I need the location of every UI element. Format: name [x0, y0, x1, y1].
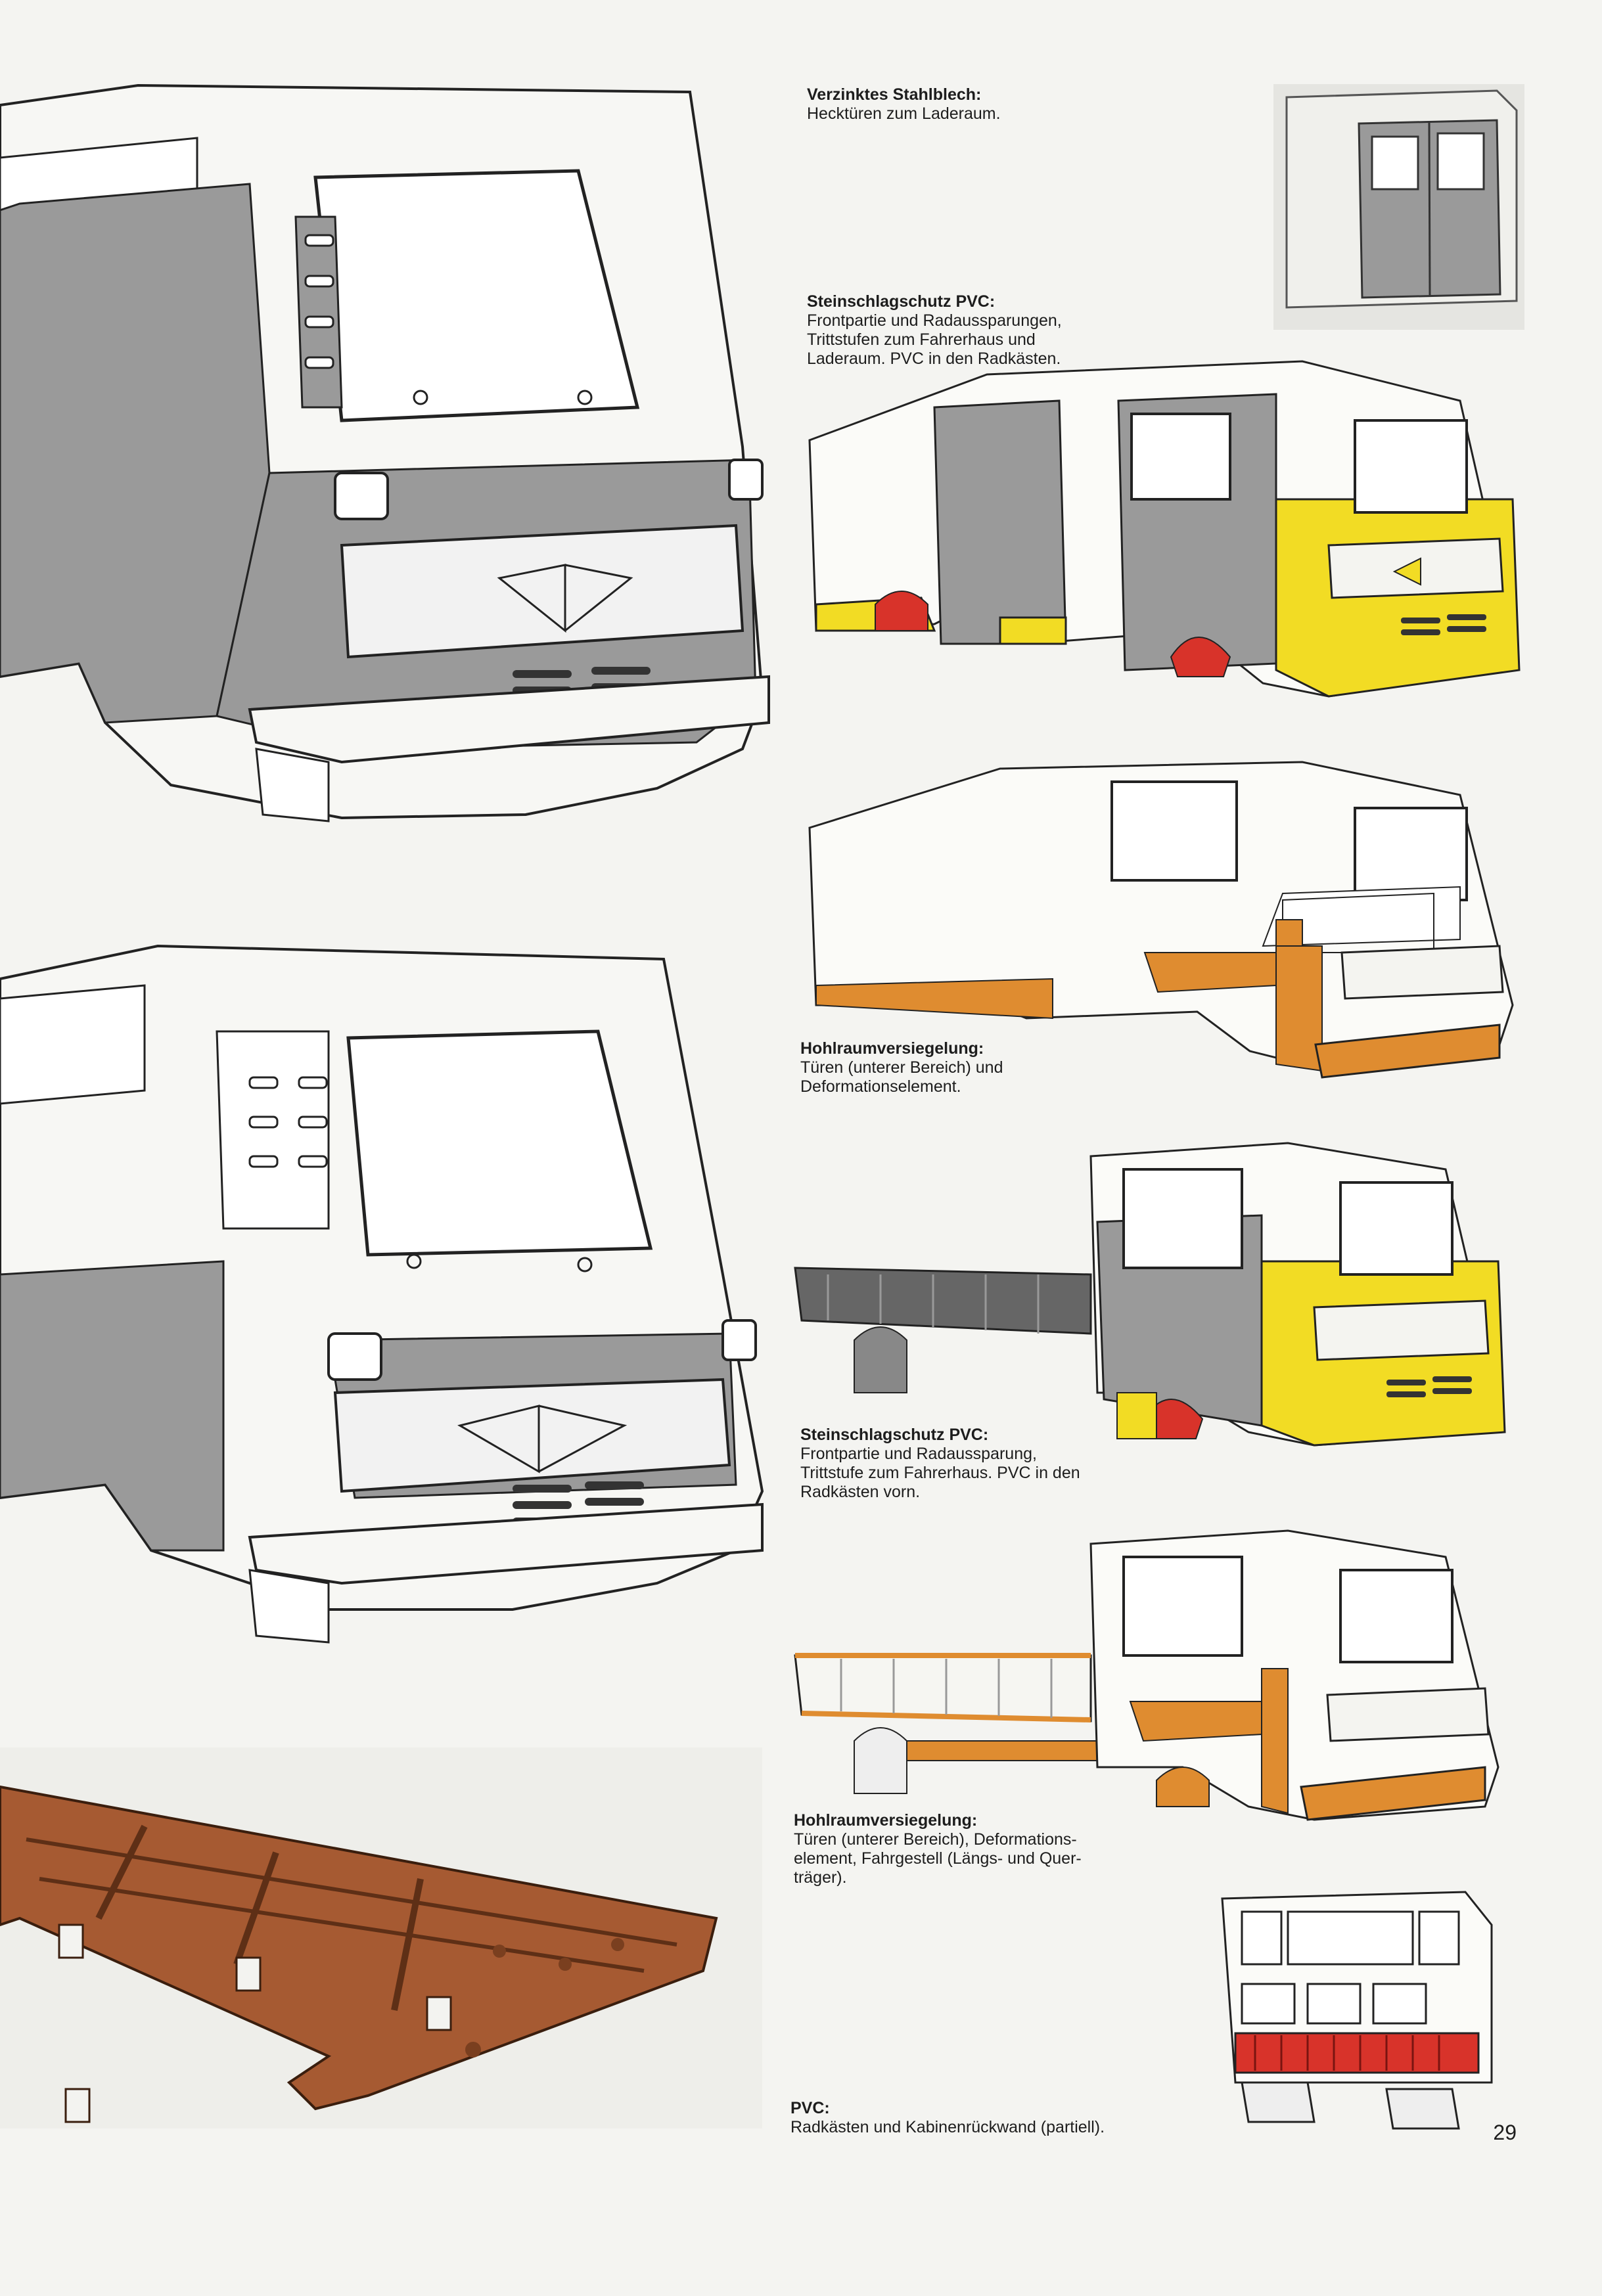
- van-front-galvanized-illustration: [0, 66, 775, 861]
- chassis-frame-illustration: [0, 1747, 762, 2128]
- van-cavity-sealing-diagram: [803, 755, 1523, 1084]
- caption-title: Hohlraumversiegelung:: [800, 1039, 984, 1058]
- pickup-cab-front-illustration: [0, 920, 775, 1669]
- caption-van-stonechip: Steinschlagschutz PVC: Frontpartie und R…: [807, 292, 1062, 369]
- caption-title: Hohlraumversiegelung:: [794, 1811, 978, 1830]
- caption-rear-doors: Verzinktes Stahlblech: Hecktüren zum Lad…: [807, 85, 1001, 124]
- pickup-stonechip-pvc-diagram: [789, 1117, 1523, 1458]
- caption-body: Hecktüren zum Laderaum.: [807, 104, 1001, 123]
- caption-body: Türen (unterer Bereich) und Deformations…: [800, 1058, 1003, 1096]
- rear-doors-galvanized-diagram: [1273, 84, 1524, 330]
- caption-body: Frontpartie und Radaussparung, Trittstuf…: [800, 1445, 1080, 1501]
- caption-title: Verzinktes Stahlblech:: [807, 85, 982, 104]
- caption-title: PVC:: [790, 2099, 830, 2117]
- caption-van-cavity: Hohlraumversiegelung: Türen (unterer Ber…: [800, 1039, 1003, 1096]
- caption-body: Radkästen und Kabinenrückwand (partiell)…: [790, 2118, 1105, 2136]
- van-stonechip-pvc-diagram: [803, 355, 1523, 709]
- caption-pickup-cavity: Hohlraumversiegelung: Türen (unterer Ber…: [794, 1811, 1082, 1887]
- cab-rear-pvc-diagram: [1216, 1885, 1505, 2135]
- caption-title: Steinschlagschutz PVC:: [800, 1426, 989, 1444]
- page-number: 29: [1493, 2121, 1517, 2144]
- pickup-cavity-sealing-diagram: [789, 1504, 1523, 1833]
- caption-cab-pvc: PVC: Radkästen und Kabinenrückwand (part…: [790, 2099, 1105, 2137]
- caption-body: Türen (unterer Bereich), Deformations- e…: [794, 1830, 1082, 1887]
- caption-title: Steinschlagschutz PVC:: [807, 292, 996, 311]
- caption-pickup-stonechip: Steinschlagschutz PVC: Frontpartie und R…: [800, 1426, 1080, 1502]
- caption-body: Frontpartie und Radaussparungen, Trittst…: [807, 311, 1062, 368]
